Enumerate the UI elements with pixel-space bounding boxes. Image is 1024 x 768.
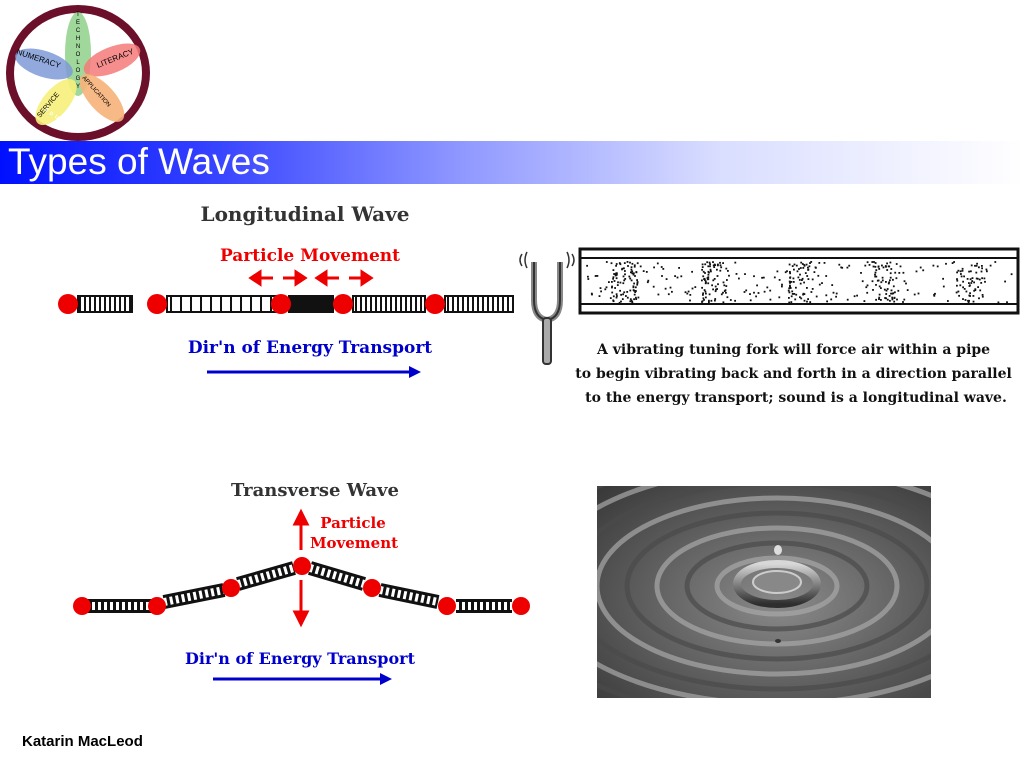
longitudinal-energy-label: Dir'n of Energy Transport xyxy=(188,338,432,358)
slide-title: Types of Waves xyxy=(8,141,270,182)
longitudinal-energy-arrow xyxy=(207,366,421,378)
transverse-energy-arrow xyxy=(213,673,392,685)
svg-text:O: O xyxy=(76,52,81,58)
transverse-particles xyxy=(73,557,530,615)
longitudinal-wave-diagram: Longitudinal Wave Particle Movement Dir'… xyxy=(58,202,514,378)
tuning-fork-pipe-diagram: A vibrating tuning fork will force air w… xyxy=(519,247,1020,406)
caption-line-3: to the energy transport; sound is a long… xyxy=(585,390,1007,406)
transverse-particle-label-2: Movement xyxy=(310,534,398,552)
svg-text:T: T xyxy=(76,12,80,18)
svg-text:C: C xyxy=(76,28,81,34)
longitudinal-spring xyxy=(77,295,514,313)
longitudinal-particle-label: Particle Movement xyxy=(220,246,400,266)
longitudinal-heading: Longitudinal Wave xyxy=(201,202,410,226)
transverse-particle-arrows xyxy=(292,508,310,628)
transverse-particle-label-1: Particle xyxy=(320,514,386,532)
svg-text:E: E xyxy=(76,20,80,26)
tuning-fork-icon xyxy=(519,251,575,365)
water-droplet xyxy=(774,545,782,555)
svg-text:G: G xyxy=(76,76,81,82)
caption-line-2: to begin vibrating back and forth in a d… xyxy=(575,366,1012,382)
longitudinal-particles xyxy=(58,294,445,314)
caption-line-1: A vibrating tuning fork will force air w… xyxy=(596,342,990,358)
tuning-fork-caption: A vibrating tuning fork will force air w… xyxy=(575,342,1016,406)
svg-text:Y: Y xyxy=(76,84,80,90)
transverse-heading: Transverse Wave xyxy=(231,480,399,501)
transverse-energy-label: Dir'n of Energy Transport xyxy=(185,649,416,668)
transverse-wave-diagram: Transverse Wave Particle Movement Dir'n … xyxy=(73,480,530,685)
water-ripple-photo xyxy=(597,486,931,698)
title-bar: Types of Waves xyxy=(0,141,1024,184)
school-logo: SCIENCE NUMERACY LITERACY SERVICE APPLIC… xyxy=(6,5,150,141)
author-footer: Katarin MacLeod xyxy=(22,733,143,750)
svg-text:O: O xyxy=(76,68,81,74)
air-pipe xyxy=(578,247,1020,315)
svg-text:L: L xyxy=(76,60,80,66)
svg-text:H: H xyxy=(76,36,80,42)
svg-text:N: N xyxy=(76,44,80,50)
transverse-spring xyxy=(86,561,512,613)
particle-movement-arrows xyxy=(248,269,374,287)
